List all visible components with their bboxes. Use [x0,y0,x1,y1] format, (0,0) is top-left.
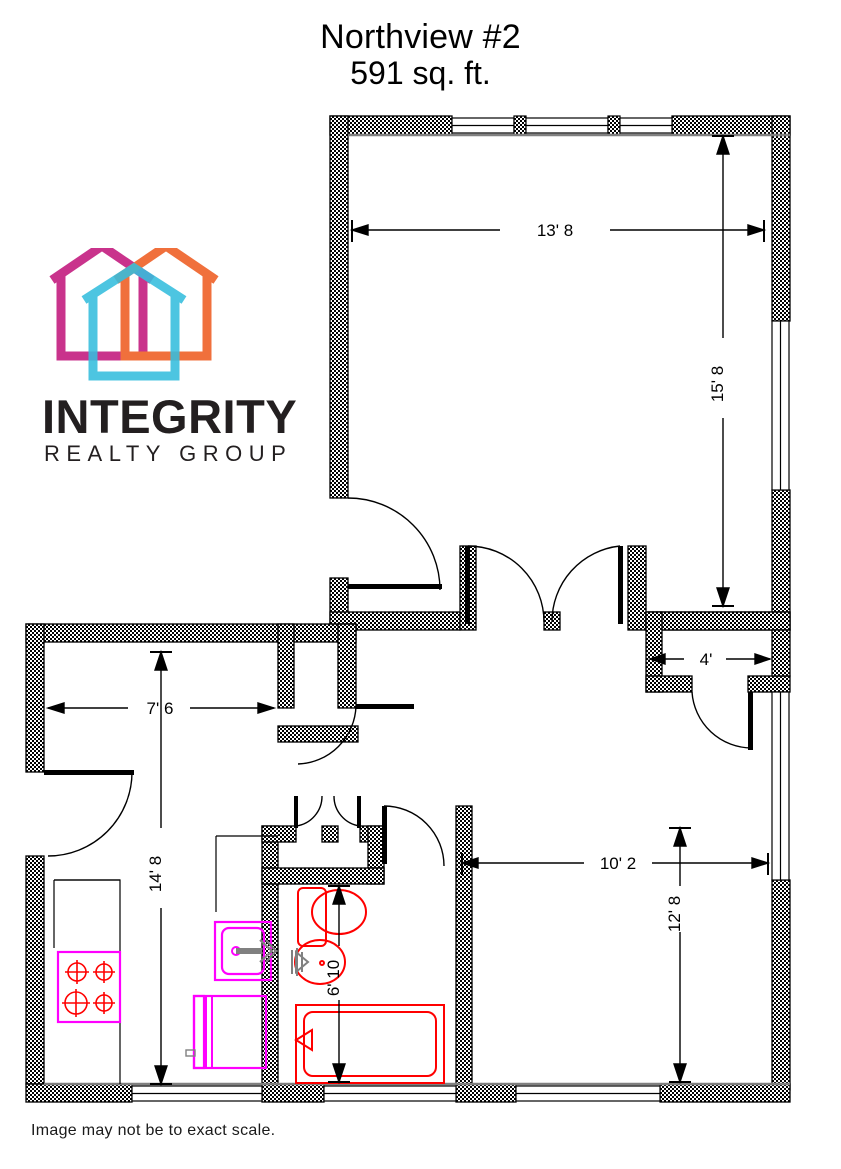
dimension-kitchen-depth: 14' 8 [146,649,172,1087]
wall-center-vertical-right [627,545,647,631]
wall-bedroom-right-upper [771,629,791,677]
door-closet-mid [297,704,414,765]
logo-house-center-icon [81,262,187,381]
wall-kitchen-left-upper [25,623,45,773]
wall-bedroom-right-lower [771,879,791,1091]
dimension-label-bedroom-depth: 12' 8 [665,896,684,932]
logo-wordmark-primary: INTEGRITY [42,390,297,443]
kitchen-counter [53,879,120,948]
wall-group [25,115,791,1103]
dimension-label-kitchen-depth: 14' 8 [146,856,165,892]
dimension-living-depth: 15' 8 [708,133,734,609]
scale-disclaimer: Image may not be to exact scale. [31,1122,276,1139]
wall-kitchen-top [25,623,357,643]
kitchen-fixture-group [53,835,278,1084]
door-bath-double [294,795,361,828]
door-bath [382,805,445,867]
wall-closet-top [645,611,791,631]
bathroom-fixture-group [291,887,445,1084]
window-bottom-1 [131,1085,263,1102]
company-logo: INTEGRITY REALTY GROUP [34,240,300,466]
wall-bedroom-left [455,805,473,1085]
dimension-label-bedroom-width: 10' 2 [600,854,636,873]
dimension-bedroom-width: 10' 2 [459,853,771,875]
kitchen-counter-upper [54,879,121,1084]
dimension-living-width: 13' 8 [349,220,767,242]
window-bottom-2 [323,1085,457,1102]
dimension-closet-width: 4' [647,650,773,669]
door-closet-right [691,691,753,750]
wall-closet-bottom [645,675,693,693]
window-top-2 [525,117,609,134]
toilet-icon [297,887,367,947]
dimension-group: 13' 8 15' 8 4' [45,133,773,1087]
window-top-1 [451,117,515,134]
wall-right-mid [771,489,791,631]
wall-closet-bottom-right [747,675,791,693]
bathroom-faucet-icon [291,948,310,976]
wall-bottom-right [659,1083,791,1103]
wall-bath-divider [261,867,385,885]
window-bottom-3 [515,1085,661,1102]
logo-wordmark-secondary: REALTY GROUP [44,441,292,464]
dimension-bedroom-depth: 12' 8 [665,825,691,1085]
window-right-upper [771,320,790,491]
wall-bath-top-jamb [321,825,339,843]
window-top-mullion-1 [513,115,527,136]
dimension-label-kitchen-width: 7' 6 [147,699,174,718]
window-top-3 [619,117,673,134]
wall-kitchen-left-lower [25,855,45,1085]
door-entry [347,497,442,591]
wall-hall-closet-bottom [277,725,359,743]
wall-bottom-seg3 [455,1083,517,1103]
bathtub-icon [294,1004,445,1084]
wall-living-left [329,115,349,499]
wall-bath-top-left [261,825,297,843]
dimension-label-bath-depth: 6' 10 [324,960,343,996]
wall-kitchen-right-upper [277,623,295,709]
door-double-center [465,545,623,624]
dimension-label-living-width: 13' 8 [537,221,573,240]
dimension-label-closet-width: 4' [700,650,713,669]
wall-right-upper [771,115,791,322]
dimension-bath-depth: 6' 10 [324,883,350,1085]
stove-range-icon [56,950,122,1024]
dimension-kitchen-width: 7' 6 [45,699,277,718]
window-group [44,115,790,1102]
door-group [44,497,753,867]
kitchen-sink-icon [213,920,278,982]
window-right-lower [771,691,790,881]
kitchen-cabinet-line [215,835,278,912]
dimension-label-living-depth: 15' 8 [708,366,727,402]
window-top-mullion-2 [607,115,621,136]
door-kitchen [44,770,134,857]
wall-bottom-seg2 [261,1083,325,1103]
dishwasher-icon [185,994,268,1070]
wall-bottom-left [25,1083,133,1103]
wall-kitchen-right-mid [337,623,357,709]
